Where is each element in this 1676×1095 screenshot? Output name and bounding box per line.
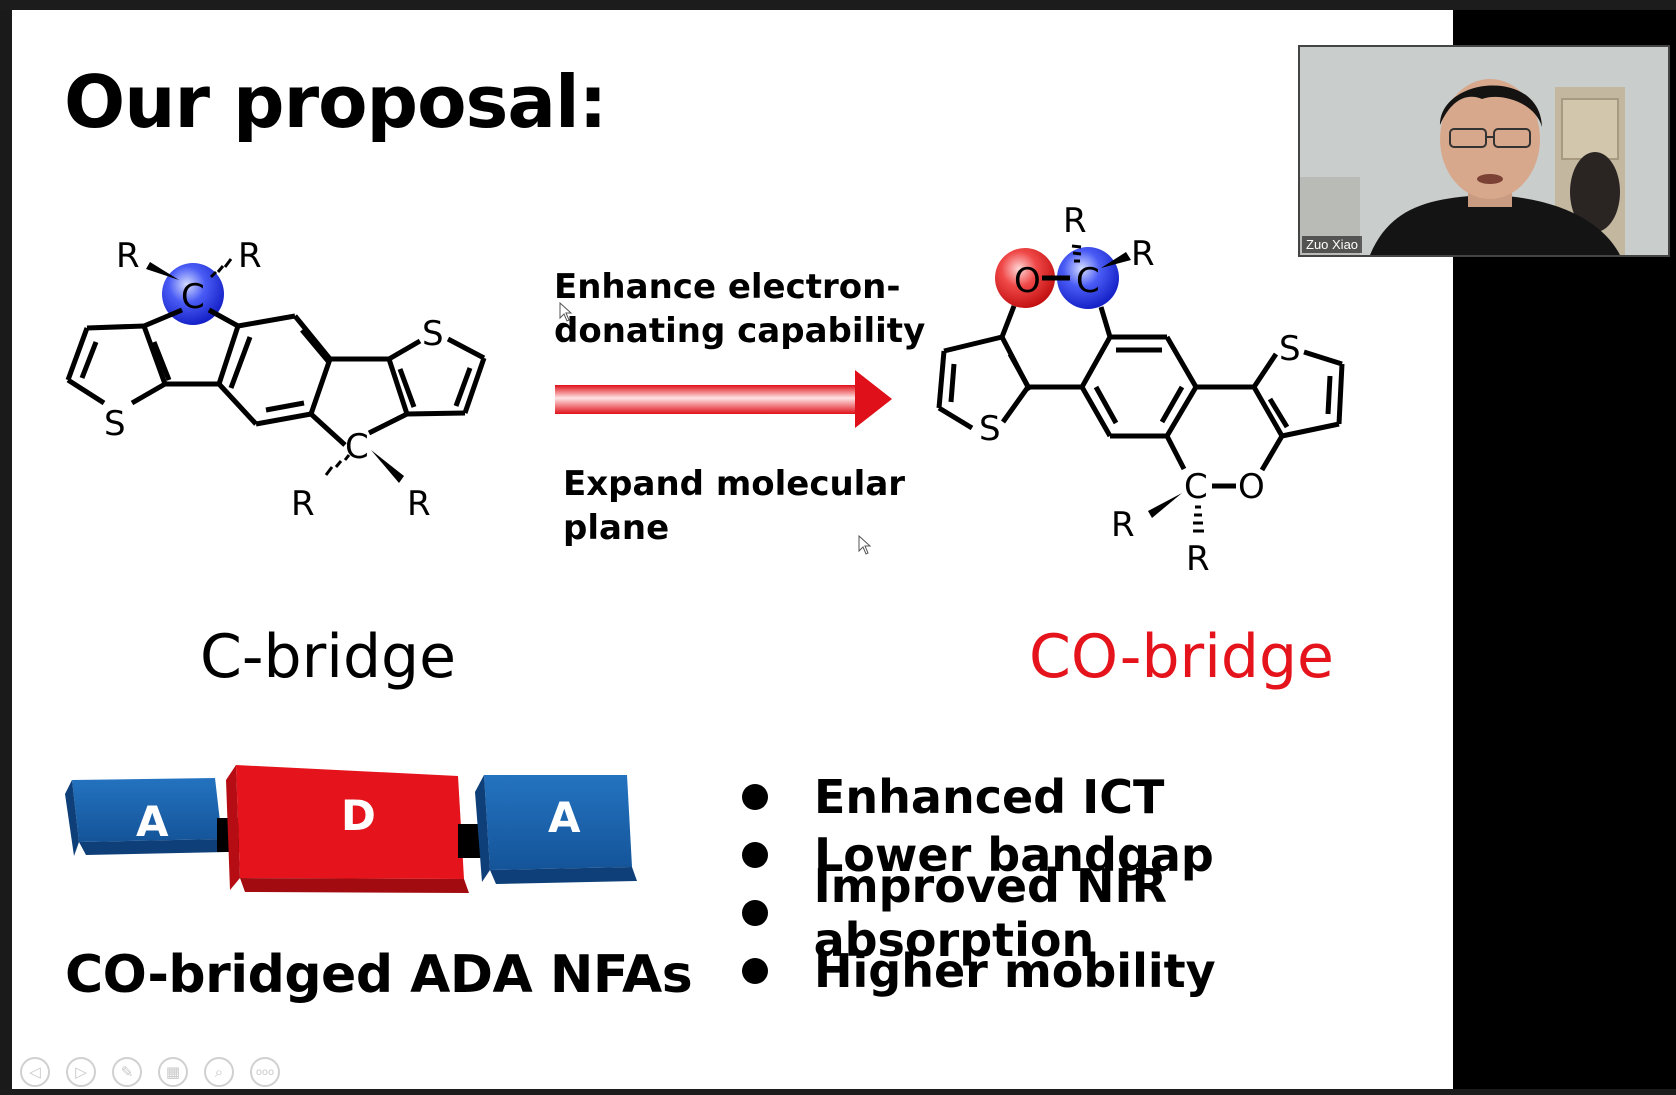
bullet-text: Improved NIR absorption (813, 859, 1168, 967)
acceptor-label-left: A (136, 797, 169, 846)
atom-r: R (116, 236, 140, 276)
list-item: Higher mobility (742, 942, 1453, 1000)
bullet-text: Enhanced ICT (814, 770, 1165, 824)
arrow-annotation-bottom: Expand molecular plane (563, 464, 906, 548)
atom-s: S (1279, 329, 1301, 369)
pen-tool-button[interactable]: ✎ (112, 1057, 142, 1087)
molecule-diagrams: C C S S R R R R (65, 201, 1345, 893)
slides-icon: ▦ (165, 1063, 181, 1081)
atom-r: R (1111, 505, 1135, 545)
pen-icon: ✎ (120, 1063, 134, 1081)
acceptor-label-right: A (548, 793, 581, 842)
atom-r: R (1131, 234, 1155, 274)
top-bar (0, 0, 1676, 10)
list-item: Enhanced ICT (742, 768, 1453, 826)
transformation-arrow (555, 370, 892, 428)
prev-icon: ◁ (29, 1063, 41, 1081)
bullet-icon (742, 842, 768, 868)
zoom-button[interactable]: ⌕ (204, 1057, 234, 1087)
atom-s: S (104, 404, 126, 444)
carbon-highlight-sphere (1057, 247, 1119, 309)
atom-r: R (291, 484, 315, 524)
bullet-icon (742, 958, 768, 984)
bullet-icon (742, 784, 768, 810)
more-icon: ooo (255, 1066, 275, 1078)
atom-o: O (1238, 467, 1265, 507)
atom-c: C (345, 427, 369, 467)
atom-c: C (1076, 261, 1100, 301)
bottom-bar (0, 1089, 1676, 1095)
atom-s: S (422, 314, 444, 354)
video-frame (1300, 47, 1668, 255)
atom-r: R (407, 484, 431, 524)
prev-slide-button[interactable]: ◁ (20, 1057, 50, 1087)
atom-r: R (238, 236, 262, 276)
atom-r: R (1063, 201, 1087, 241)
c-bridge-molecule (65, 258, 487, 483)
see-all-slides-button[interactable]: ▦ (158, 1057, 188, 1087)
atom-c: C (181, 277, 205, 317)
next-icon: ▷ (75, 1063, 87, 1081)
next-slide-button[interactable]: ▷ (66, 1057, 96, 1087)
more-options-button[interactable]: ooo (250, 1057, 280, 1087)
co-bridge-label: CO-bridge (1029, 622, 1334, 692)
participant-name-tag: Zuo Xiao (1302, 236, 1363, 253)
c-bridge-label: C-bridge (200, 622, 457, 692)
benefits-list: Enhanced ICT Lower bandgap Improved NIR … (742, 768, 1453, 1000)
bullet-text: Higher mobility (814, 944, 1216, 998)
oxygen-highlight-sphere (995, 248, 1055, 308)
cursor-icon (559, 302, 573, 322)
zoom-icon: ⌕ (214, 1063, 224, 1081)
presentation-slide: Our proposal: (12, 10, 1453, 1089)
atom-s: S (979, 409, 1001, 449)
c-bridge-atom-labels: C C S S R R R R (104, 236, 444, 524)
slide-title: Our proposal: (64, 60, 607, 144)
co-bridge-molecule (936, 244, 1345, 533)
cursor-icon (858, 535, 872, 555)
arrow-annotation-top: Enhance electron-donating capability (554, 267, 926, 351)
atom-c: C (1184, 467, 1208, 507)
bullet-icon (742, 900, 768, 926)
co-bridge-atom-labels: O C S S C O R R R R (979, 201, 1301, 579)
list-item: Improved NIR absorption (742, 859, 1453, 967)
participant-video-tile[interactable]: Zuo Xiao (1298, 45, 1670, 257)
bullet-text: Lower bandgap (814, 828, 1214, 882)
list-item: Lower bandgap (742, 826, 1453, 884)
ada-block-diagram: A D A (65, 765, 637, 893)
atom-o: O (1014, 261, 1041, 301)
nfa-caption: CO-bridged ADA NFAs (65, 945, 693, 1005)
atom-r: R (1186, 539, 1210, 579)
donor-label: D (341, 791, 376, 840)
